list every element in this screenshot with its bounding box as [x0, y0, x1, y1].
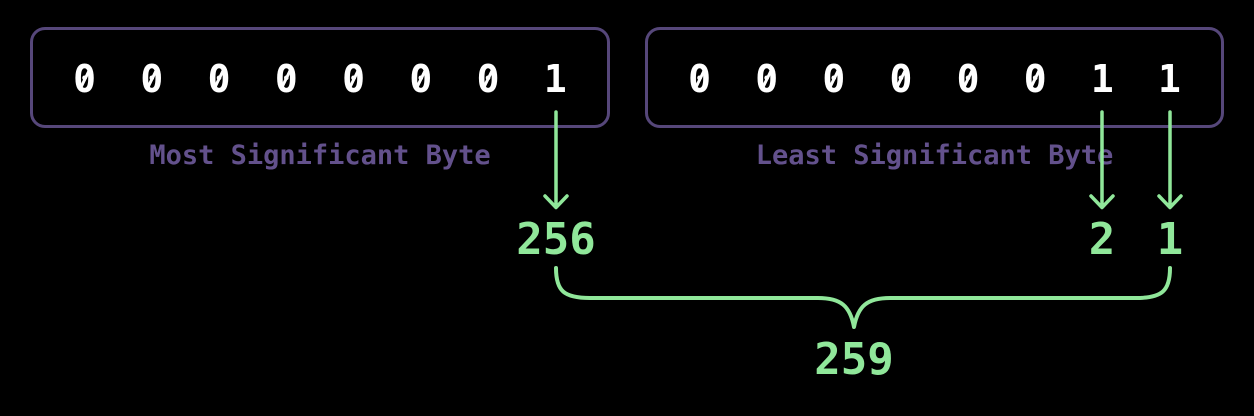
lsb-label: Least Significant Byte [755, 140, 1114, 171]
bit-digit: 1 [1090, 57, 1114, 101]
sum-value: 259 [814, 334, 894, 385]
bit-digit: 0 [140, 57, 164, 101]
bit-digit: 0 [688, 57, 711, 101]
lsb-bit1-value: 2 [1088, 214, 1116, 265]
bit-digit: 0 [342, 57, 366, 101]
bit-digit: 0 [1023, 57, 1047, 101]
bit-digit: 0 [822, 57, 846, 101]
bit-digit: 0 [956, 57, 980, 101]
lsb-bit0-value: 1 [1156, 214, 1184, 265]
bit-digit: 1 [543, 57, 567, 101]
bit-digit: 0 [755, 57, 779, 101]
bit-digit: 0 [207, 57, 231, 101]
bit-digit: 0 [889, 57, 913, 101]
msb-bit-value: 256 [516, 214, 596, 265]
bit-digit: 0 [73, 57, 97, 101]
msb-label: Most Significant Byte [149, 140, 491, 171]
bit-digit: 0 [409, 57, 433, 101]
sum-brace-icon [554, 266, 1172, 329]
bit-digit: 0 [274, 57, 298, 101]
bit-digit: 1 [1157, 57, 1181, 101]
bit-digit: 0 [476, 57, 500, 101]
